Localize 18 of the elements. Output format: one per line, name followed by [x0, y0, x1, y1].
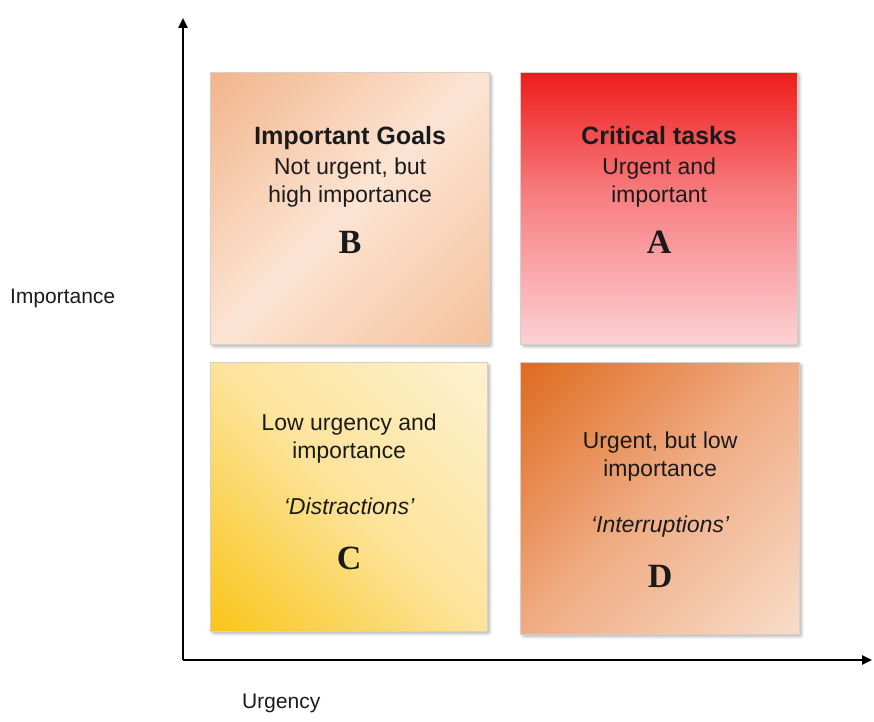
quadrant-description: Urgent and important	[601, 152, 717, 208]
quadrant-box	[210, 362, 488, 632]
quadrant-description: Low urgency and importance	[260, 408, 438, 464]
quadrant-letter: B	[338, 222, 362, 263]
quadrant-description: Not urgent, but high importance	[267, 152, 433, 208]
quadrant-box	[520, 362, 800, 635]
quadrant-category: ‘Distractions’	[284, 492, 414, 520]
quadrant-category: ‘Interruptions’	[590, 510, 730, 538]
axis-label: Importance	[10, 285, 116, 309]
quadrant-box	[520, 72, 798, 345]
quadrant-letter: A	[646, 222, 672, 263]
quadrant-box	[210, 72, 490, 345]
quadrant-letter: D	[648, 557, 672, 598]
axis-label: Urgency	[242, 690, 320, 714]
quadrant-description: Urgent, but low importance	[582, 426, 738, 482]
quadrant-letter: C	[336, 539, 362, 580]
quadrant-title: Important Goals	[254, 121, 446, 152]
quadrant-title: Critical tasks	[581, 121, 737, 152]
